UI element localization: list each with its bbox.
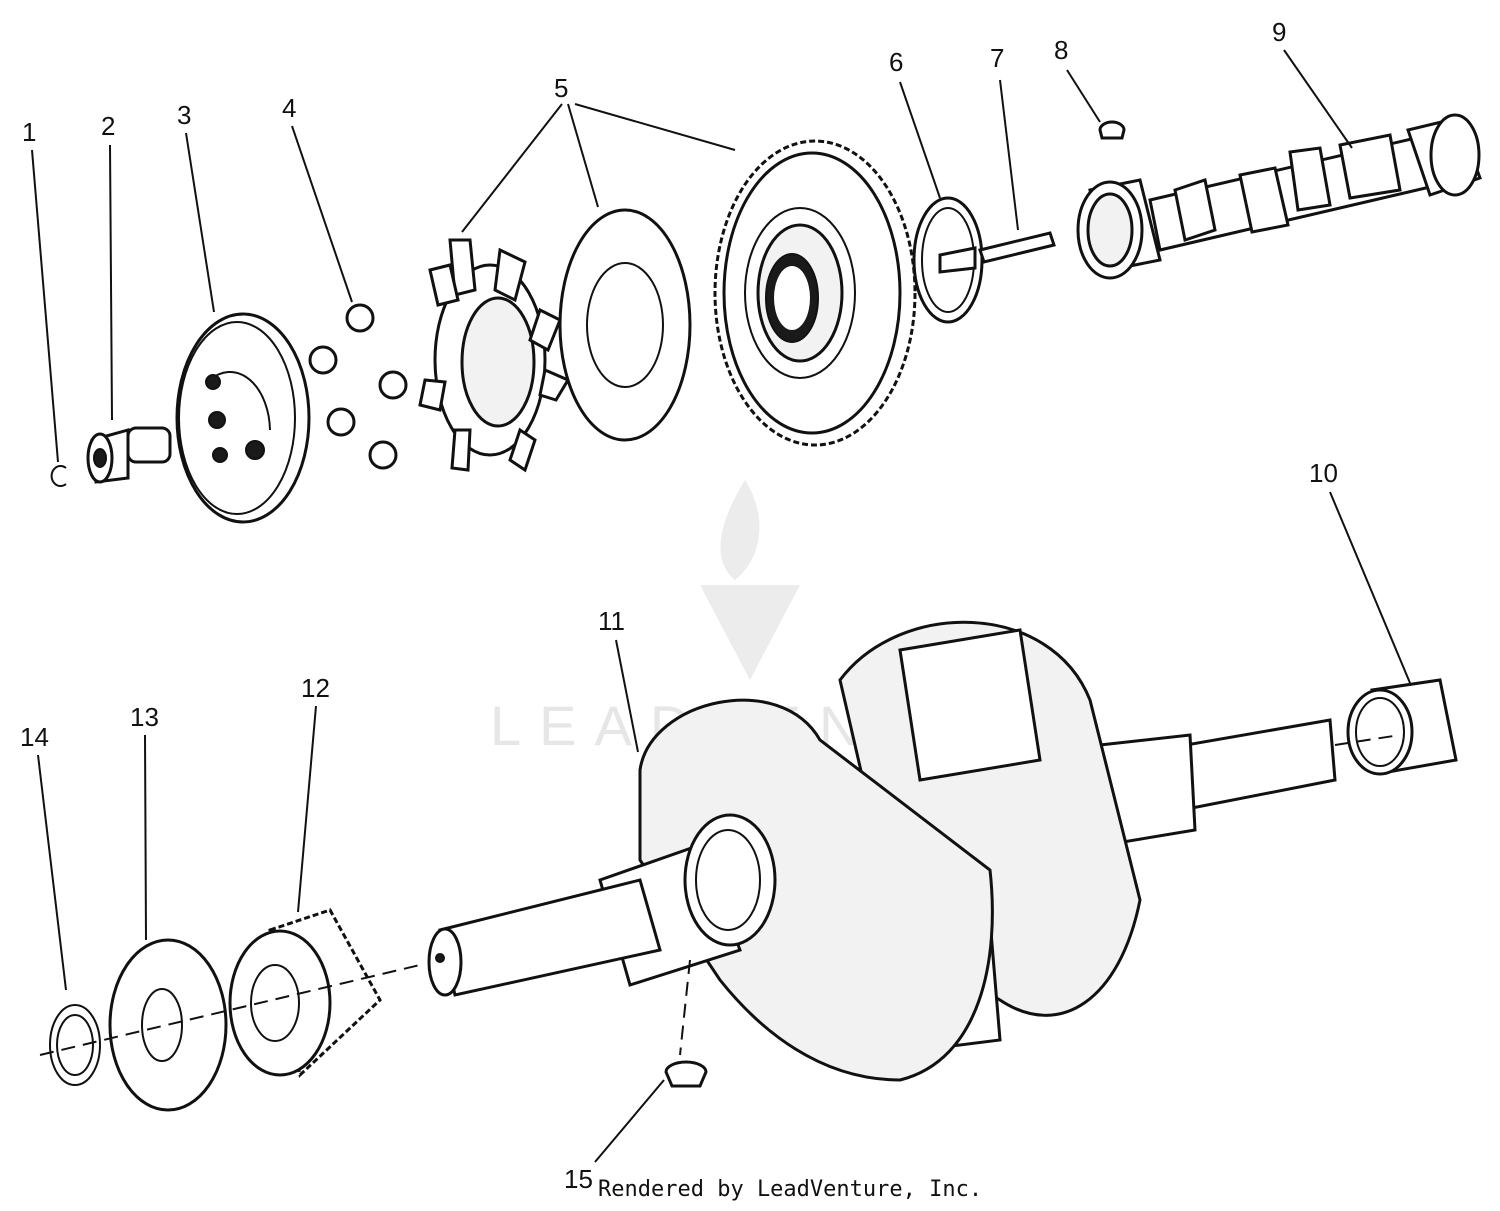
part-9-camshaft (1076, 113, 1482, 280)
part-14-retaining-ring (49, 1004, 101, 1086)
callout-3: 3 (177, 100, 191, 130)
part-2-bolt (86, 426, 172, 484)
part-12-crank-gear (228, 908, 382, 1078)
part-11-crankshaft (427, 620, 1337, 1082)
callout-9: 9 (1272, 17, 1286, 47)
callout-7: 7 (990, 43, 1004, 73)
callout-1: 1 (22, 117, 36, 147)
callout-numbers: 1 2 3 4 5 6 7 8 9 10 11 12 13 14 15 (20, 17, 1338, 1194)
callout-15: 15 (564, 1164, 593, 1194)
part-5-washer (558, 208, 692, 442)
center-axes (39, 734, 1401, 1056)
callout-13: 13 (130, 702, 159, 732)
callout-14: 14 (20, 722, 49, 752)
part-5-spider-cage (418, 238, 571, 473)
callout-11: 11 (598, 606, 625, 636)
callout-12: 12 (301, 673, 330, 703)
part-6-disk (912, 196, 984, 324)
callout-4: 4 (282, 93, 296, 123)
part-5-cam-gear (713, 139, 917, 447)
callout-5: 5 (554, 73, 568, 103)
leader-lines (31, 49, 1411, 1163)
part-4-balls (308, 303, 408, 470)
credit-text: Rendered by LeadVenture, Inc. (598, 1177, 982, 1202)
part-8-key (1098, 120, 1126, 140)
part-13-washer (108, 938, 228, 1112)
part-15-key (664, 1060, 708, 1088)
part-3-plate (175, 312, 311, 524)
part-10-sleeve (1346, 678, 1458, 776)
callout-6: 6 (889, 47, 903, 77)
part-1-clip (50, 465, 67, 487)
callout-10: 10 (1309, 458, 1338, 488)
callout-2: 2 (101, 111, 115, 141)
callout-8: 8 (1054, 35, 1068, 65)
part-7-pin (978, 231, 1056, 264)
